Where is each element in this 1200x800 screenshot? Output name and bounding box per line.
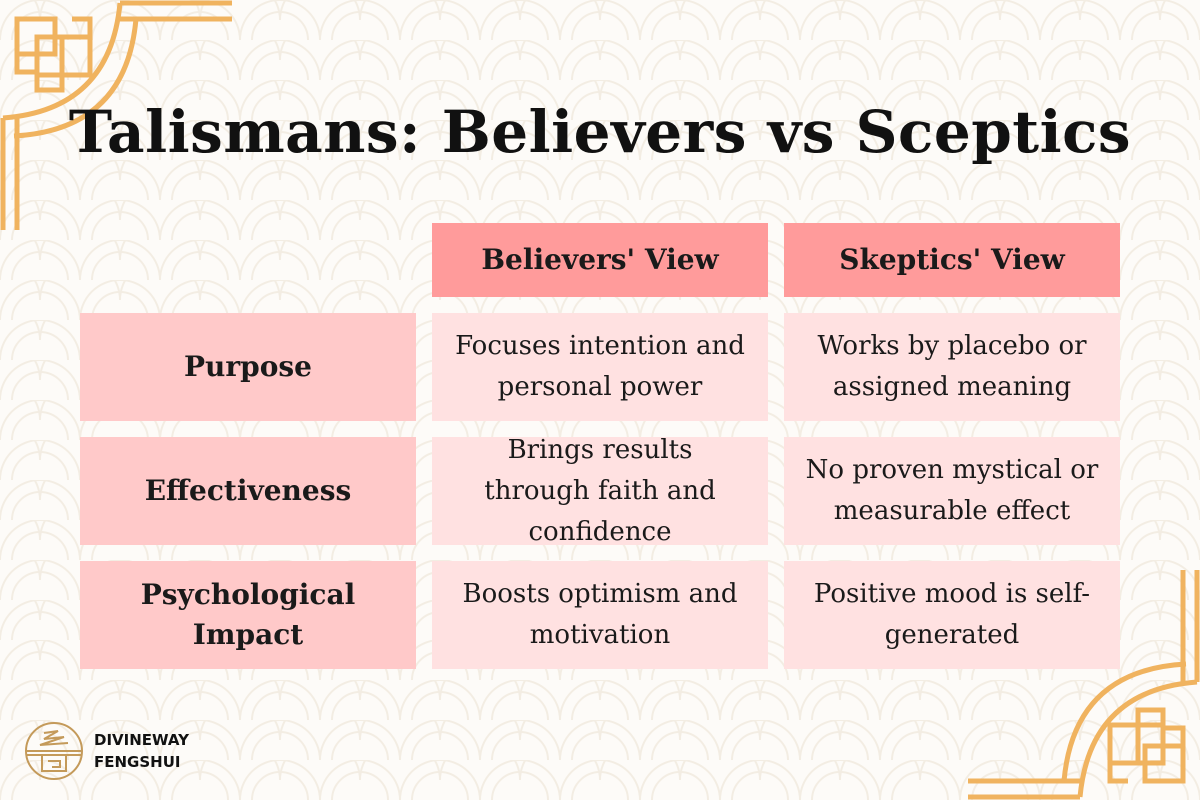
- cell-believers-effectiveness: Brings results through faith and confide…: [432, 435, 768, 547]
- cell-believers-purpose: Focuses intention and personal power: [432, 313, 768, 421]
- cell-skeptics-effectiveness: No proven mystical or measurable effect: [784, 437, 1120, 545]
- cell-believers-psychological-impact: Boosts optimism and motivation: [432, 561, 768, 669]
- corner-ornament-top-left: [0, 0, 232, 230]
- page-title: Talismans: Believers vs Sceptics: [68, 98, 1132, 166]
- row-label-purpose: Purpose: [80, 313, 416, 421]
- cell-skeptics-psychological-impact: Positive mood is self-generated: [784, 561, 1120, 669]
- row-label-effectiveness: Effectiveness: [80, 437, 416, 545]
- cell-skeptics-purpose: Works by placebo or assigned meaning: [784, 313, 1120, 421]
- brand-name-line1: DIVINEWAY: [94, 731, 189, 749]
- brand-emblem-icon: [25, 722, 83, 780]
- column-header-believers: Believers' View: [432, 223, 768, 297]
- brand-logo: DIVINEWAY FENGSHUI: [24, 721, 189, 781]
- corner-ornament-bottom-right: [968, 570, 1200, 800]
- row-label-psychological-impact: Psychological Impact: [80, 561, 416, 669]
- brand-name-line2: FENGSHUI: [94, 753, 181, 771]
- column-header-skeptics: Skeptics' View: [784, 223, 1120, 297]
